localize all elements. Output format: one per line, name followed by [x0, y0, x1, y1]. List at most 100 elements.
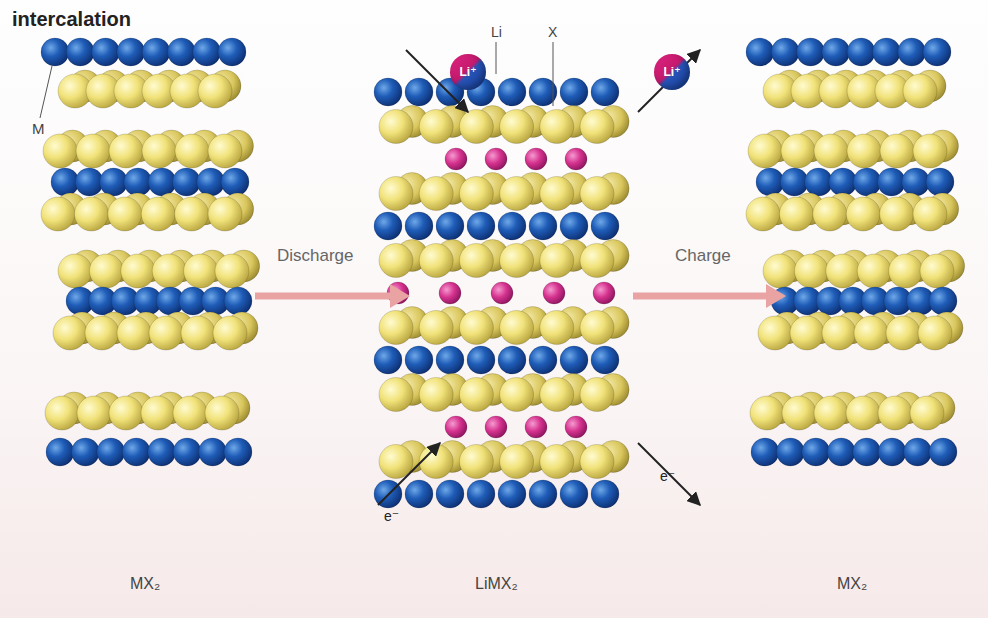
atom-sphere [540, 244, 574, 278]
atom-sphere [51, 168, 79, 196]
atom-sphere [776, 438, 804, 466]
atom-sphere [142, 38, 170, 66]
atom-sphere [529, 212, 557, 240]
diagram-title: intercalation [12, 8, 131, 31]
atom-sphere [92, 38, 120, 66]
charge-arrow [633, 293, 768, 300]
electron-label: e⁻ [384, 508, 399, 524]
atom-sphere [498, 480, 526, 508]
atom-sphere [45, 396, 79, 430]
atom-layers [41, 38, 965, 508]
atom-sphere [926, 168, 954, 196]
atom-sphere [565, 148, 587, 170]
atom-sphere [813, 197, 847, 231]
atom-sphere [41, 38, 69, 66]
atom-sphere [529, 346, 557, 374]
part-label: Li [491, 24, 502, 40]
electron-in-arrow [378, 443, 440, 505]
atom-sphere [560, 480, 588, 508]
process-label: Discharge [277, 246, 354, 266]
atom-sphere [215, 254, 249, 288]
atom-sphere [208, 134, 242, 168]
atom-sphere [485, 148, 507, 170]
atom-sphere [459, 244, 493, 278]
atom-sphere [436, 212, 464, 240]
atom-sphere [459, 177, 493, 211]
atom-sphere [218, 38, 246, 66]
atom-sphere [467, 212, 495, 240]
atom-sphere [498, 346, 526, 374]
atom-sphere [814, 134, 848, 168]
atom-sphere [500, 110, 534, 144]
atom-sphere [173, 438, 201, 466]
atom-sphere [758, 316, 792, 350]
lithium-ion: Li⁺ [450, 54, 486, 90]
atom-sphere [419, 378, 453, 412]
atom-sphere [853, 168, 881, 196]
atom-sphere [929, 287, 957, 315]
atom-sphere [172, 168, 200, 196]
atom-sphere [109, 134, 143, 168]
atom-sphere [379, 445, 413, 479]
atom-sphere [525, 416, 547, 438]
atom-sphere [100, 168, 128, 196]
atom-sphere [117, 316, 151, 350]
atom-sphere [197, 168, 225, 196]
atom-sphere [797, 38, 825, 66]
compound-label: LiMX₂ [475, 575, 518, 593]
atom-sphere [97, 438, 125, 466]
atom-sphere [46, 438, 74, 466]
atom-sphere [560, 346, 588, 374]
atom-sphere [500, 244, 534, 278]
atom-sphere [436, 480, 464, 508]
atom-sphere [540, 378, 574, 412]
compound-label: MX₂ [837, 575, 867, 593]
atom-sphere [929, 438, 957, 466]
li-out-arrow [638, 50, 700, 112]
atom-sphere [750, 396, 784, 430]
atom-sphere [58, 254, 92, 288]
atom-sphere [923, 38, 951, 66]
atom-sphere [910, 396, 944, 430]
leader-line [496, 42, 497, 74]
atom-sphere [379, 110, 413, 144]
atom-sphere [379, 378, 413, 412]
ion-label: Li⁺ [664, 65, 681, 79]
atom-sphere [540, 177, 574, 211]
atom-sphere [854, 316, 888, 350]
atom-sphere [121, 254, 155, 288]
atom-sphere [756, 168, 784, 196]
atom-sphere [193, 38, 221, 66]
atom-sphere [445, 148, 467, 170]
atom-sphere [221, 168, 249, 196]
atom-sphere [763, 254, 797, 288]
atom-sphere [500, 378, 534, 412]
atom-sphere [771, 38, 799, 66]
atom-sphere [198, 74, 232, 108]
atom-sphere [580, 244, 614, 278]
atom-sphere [746, 38, 774, 66]
atom-sphere [224, 287, 252, 315]
atom-sphere [419, 177, 453, 211]
atom-sphere [439, 282, 461, 304]
atom-sphere [580, 378, 614, 412]
atom-sphere [419, 244, 453, 278]
atom-sphere [540, 110, 574, 144]
atom-sphere [109, 396, 143, 430]
atom-sphere [374, 346, 402, 374]
atom-sphere [847, 38, 875, 66]
atom-sphere [405, 78, 433, 106]
atom-sphere [419, 311, 453, 345]
ion-label: Li⁺ [460, 65, 477, 79]
charge-arrowhead [766, 284, 786, 308]
atom-sphere [751, 438, 779, 466]
atom-sphere [500, 445, 534, 479]
atom-sphere [802, 438, 830, 466]
atom-sphere [593, 282, 615, 304]
atom-sphere [175, 134, 209, 168]
leader-line [40, 66, 52, 118]
electron-label: e⁻ [660, 468, 675, 484]
atom-sphere [199, 438, 227, 466]
atom-sphere [148, 168, 176, 196]
atom-sphere [543, 282, 565, 304]
